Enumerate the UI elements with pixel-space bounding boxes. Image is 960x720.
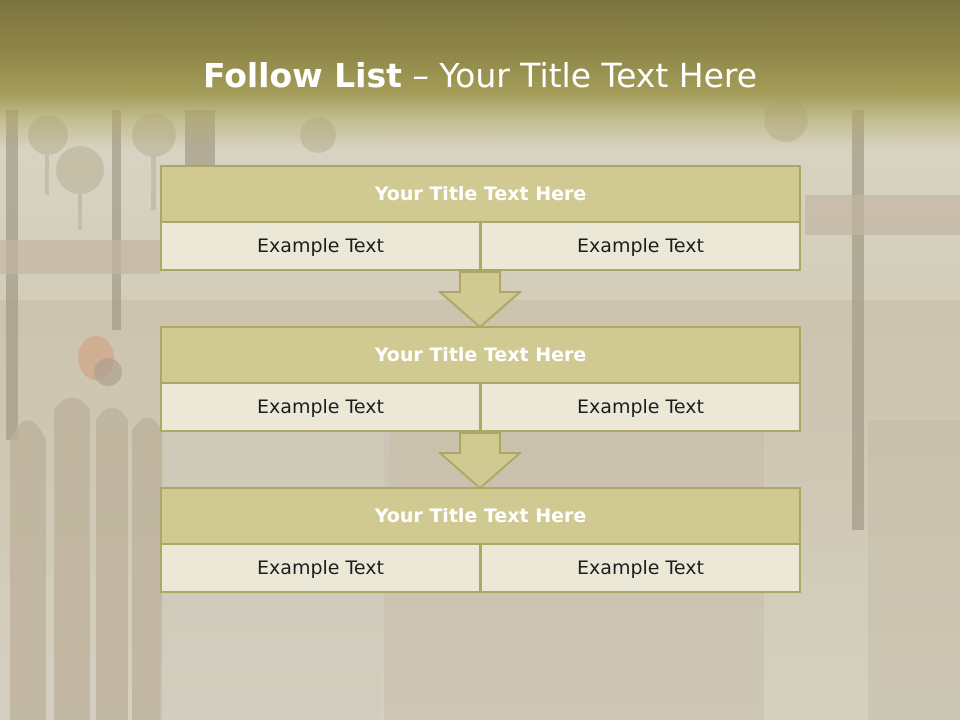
flow-block-right-text: Example Text (480, 543, 801, 593)
flow-block-right-text: Example Text (480, 221, 801, 271)
flow-block-title: Your Title Text Here (160, 165, 801, 223)
flow-block-1: Your Title Text Here Example Text Exampl… (160, 165, 801, 271)
slide-title-rest: – Your Title Text Here (401, 56, 758, 95)
flow-block-right-text: Example Text (480, 382, 801, 432)
flow-block-3: Your Title Text Here Example Text Exampl… (160, 487, 801, 593)
flow-block-left-text: Example Text (160, 382, 481, 432)
flow-block-2: Your Title Text Here Example Text Exampl… (160, 326, 801, 432)
down-arrow-icon (438, 432, 522, 490)
flow-block-title: Your Title Text Here (160, 326, 801, 384)
slide-title: Follow List – Your Title Text Here (0, 55, 960, 97)
down-arrow-icon (438, 271, 522, 329)
flow-block-left-text: Example Text (160, 543, 481, 593)
slide-title-bold: Follow List (202, 56, 402, 95)
flow-block-title: Your Title Text Here (160, 487, 801, 545)
title-band (0, 0, 960, 150)
flow-block-left-text: Example Text (160, 221, 481, 271)
